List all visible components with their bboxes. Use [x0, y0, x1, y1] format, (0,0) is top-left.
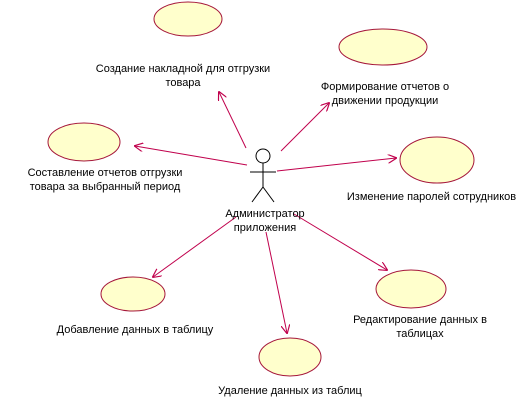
association-uc-product-movement-reports	[280, 103, 329, 152]
actor-stick-figure-icon	[250, 148, 276, 203]
association-uc-add-data	[153, 216, 237, 277]
use-case-ellipse-uc-shipment-reports-period	[47, 122, 121, 162]
use-case-label-add-data: Добавление данных в таблицу	[56, 324, 214, 336]
use-case-ellipse-uc-delete-data	[258, 337, 322, 377]
use-case-ellipse-uc-edit-data	[375, 269, 447, 309]
use-case-label-create-invoice: Создание накладной для отгрузки товара	[95, 63, 271, 89]
use-case-label-delete-data: Удаление данных из таблиц	[218, 385, 362, 397]
actor-label: Администратор приложения	[225, 208, 305, 234]
associations	[135, 92, 396, 333]
use-case-ellipse-uc-product-movement-reports	[338, 28, 428, 66]
use-case-label-change-passwords: Изменение паролей сотрудников	[346, 191, 517, 203]
use-case-label-edit-data: Редактирование данных в таблицах	[353, 314, 487, 340]
use-case-label-shipment-reports-period: Составление отчетов отгрузки товара за в…	[27, 167, 183, 193]
use-cases	[47, 1, 475, 377]
association-uc-delete-data	[265, 231, 287, 333]
association-uc-change-passwords	[276, 158, 396, 172]
association-uc-shipment-reports-period	[135, 146, 248, 166]
use-case-label-product-movement-reports: Формирование отчетов о движении продукци…	[320, 81, 450, 107]
association-uc-create-invoice	[219, 92, 247, 149]
association-uc-edit-data	[293, 213, 387, 270]
use-case-ellipse-uc-add-data	[100, 276, 166, 312]
use-case-ellipse-uc-create-invoice	[153, 1, 223, 37]
use-case-ellipse-uc-change-passwords	[399, 136, 475, 184]
